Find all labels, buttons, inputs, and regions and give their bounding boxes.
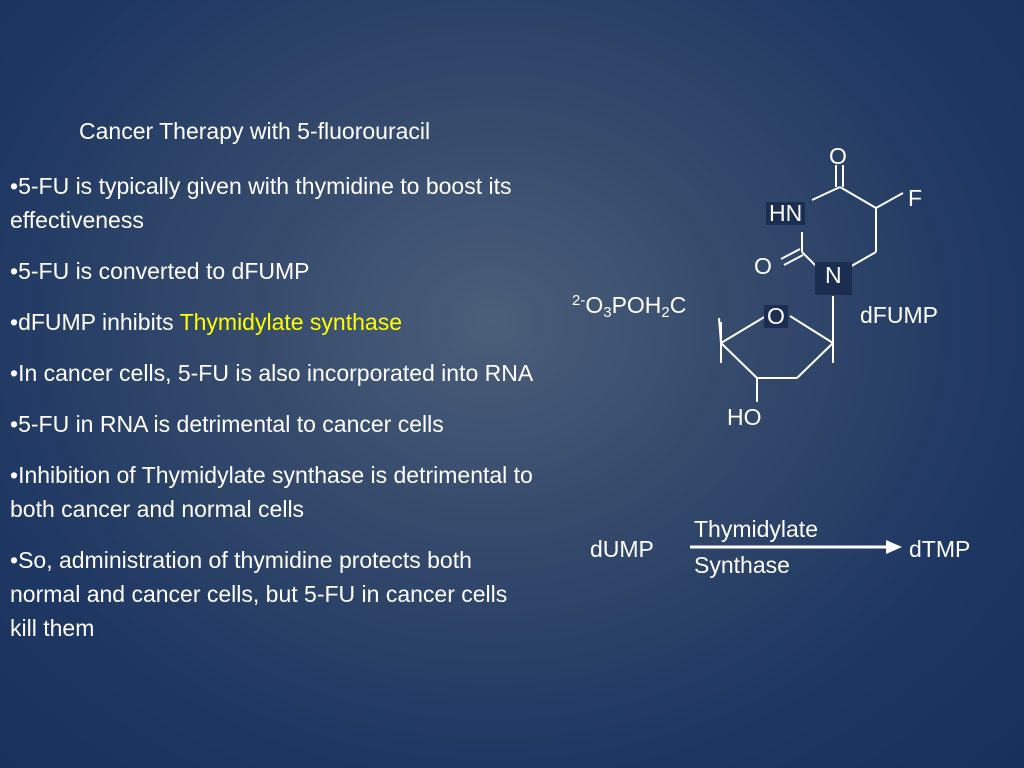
reaction-product: dTMP xyxy=(909,536,971,562)
phosphate-c: C xyxy=(669,292,687,318)
ring-bond xyxy=(811,186,841,201)
bullet-marker: • xyxy=(10,309,19,335)
phosphate-charge: 2- xyxy=(572,292,586,309)
atom-label-f: F xyxy=(908,185,923,211)
bullet-text: 5-FU in RNA is detrimental to cancer cel… xyxy=(18,411,444,437)
bullet-marker: • xyxy=(10,547,19,573)
highlighted-term: Thymidylate synthase xyxy=(179,309,402,335)
sugar-bond xyxy=(789,315,834,344)
atom-label-o-top: O xyxy=(829,143,847,169)
phosphate-sub-3: 3 xyxy=(603,304,612,321)
atom-label-n: N xyxy=(815,262,852,295)
reaction-enzyme-line1: Thymidylate xyxy=(694,516,818,542)
bullet-marker: • xyxy=(10,258,19,284)
bullet-marker: • xyxy=(10,173,19,199)
bullet-text: 5-FU is typically given with thymidine t… xyxy=(10,173,512,233)
sugar-bond xyxy=(720,315,767,344)
bullet-item: •5-FU is converted to dFUMP xyxy=(10,254,570,288)
ring-bond xyxy=(847,251,877,269)
phosphate-poh: POH xyxy=(611,292,662,318)
bullet-marker: • xyxy=(10,462,19,488)
bullet-text: 5-FU is converted to dFUMP xyxy=(18,258,310,284)
bullet-item: •Inhibition of Thymidylate synthase is d… xyxy=(10,458,558,526)
bullet-item: •5-FU is typically given with thymidine … xyxy=(10,169,570,237)
reaction-substrate: dUMP xyxy=(590,536,654,562)
sugar-bond xyxy=(796,342,834,379)
bullet-text: In cancer cells, 5-FU is also incorporat… xyxy=(18,360,534,386)
bullet-list: •5-FU is typically given with thymidine … xyxy=(10,169,570,662)
atom-label-ring-o: O xyxy=(764,305,788,328)
reaction-enzyme-line2: Synthase xyxy=(694,552,790,578)
sugar-bond xyxy=(720,342,758,379)
phosphate-group-label: 2-O3POH2C xyxy=(572,293,686,320)
bullet-item: •In cancer cells, 5-FU is also incorpora… xyxy=(10,356,570,390)
atom-label-hn: HN xyxy=(766,202,806,225)
carbonyl-bond xyxy=(783,254,804,266)
compound-name-dfump: dFUMP xyxy=(860,302,938,328)
atom-label-ho: HO xyxy=(727,404,762,430)
slide-title: Cancer Therapy with 5-fluorouracil xyxy=(79,118,431,144)
bullet-text: dFUMP inhibits xyxy=(18,309,180,335)
carbonyl-bond xyxy=(780,248,801,260)
atom-label-o-left: O xyxy=(754,253,772,279)
phosphate-sub-2: 2 xyxy=(661,304,670,321)
bullet-marker: • xyxy=(10,411,19,437)
fluorine-bond xyxy=(875,192,904,209)
phosphate-o: O xyxy=(585,292,604,318)
bullet-marker: • xyxy=(10,360,19,386)
ring-bond xyxy=(839,186,877,209)
bullet-text: So, administration of thymidine protects… xyxy=(10,547,508,641)
bullet-item: •dFUMP inhibits Thymidylate synthase xyxy=(10,305,570,339)
bullet-item: •So, administration of thymidine protect… xyxy=(10,543,540,645)
bullet-text: Inhibition of Thymidylate synthase is de… xyxy=(10,462,533,522)
reaction-arrow-head xyxy=(886,540,902,554)
bullet-item: •5-FU in RNA is detrimental to cancer ce… xyxy=(10,407,570,441)
ch2-bond xyxy=(718,317,722,344)
